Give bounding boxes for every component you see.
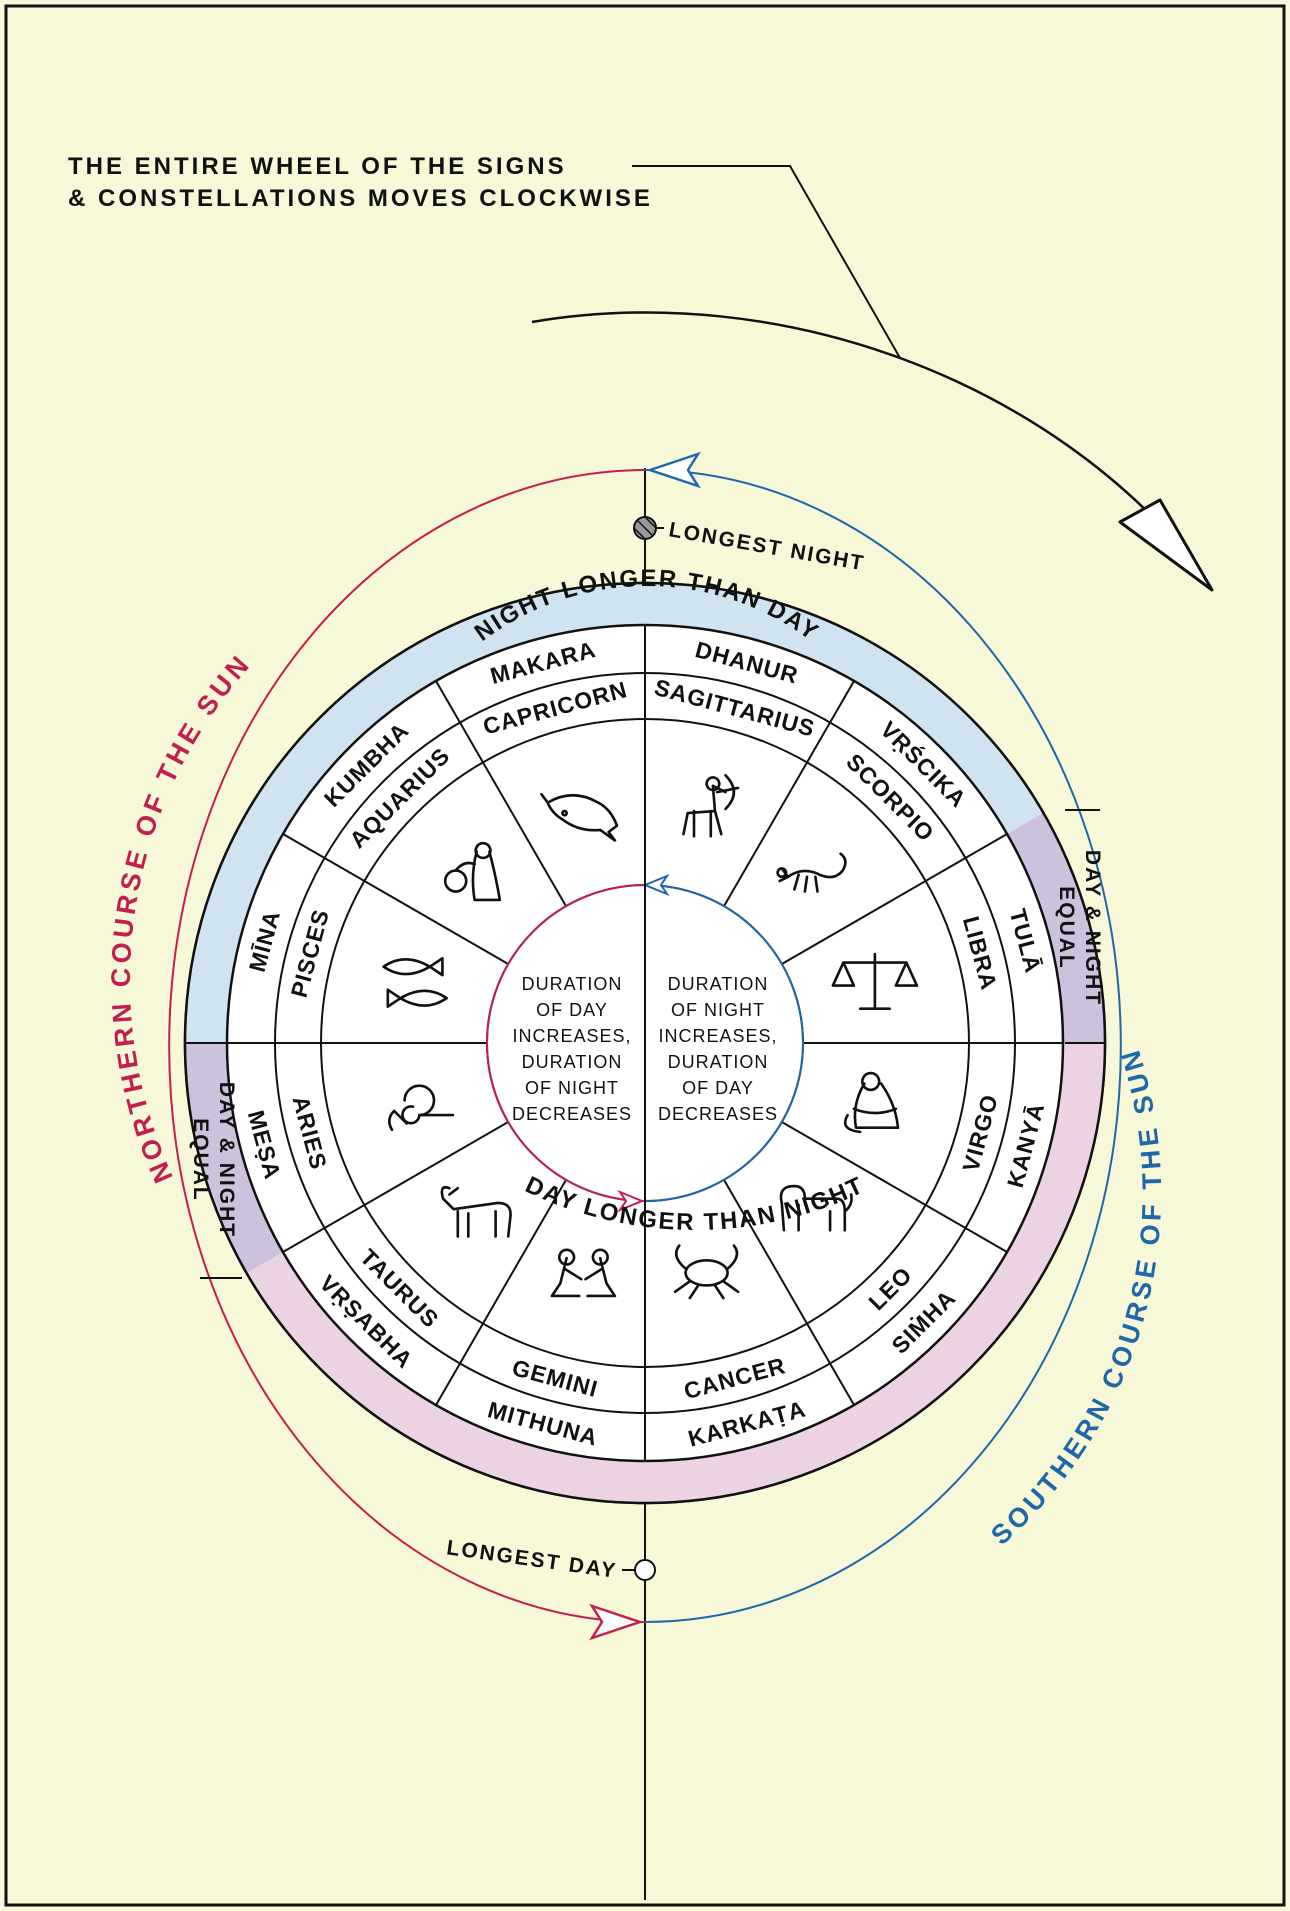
equal-label-right: DAY & NIGHT EQUAL bbox=[1055, 850, 1104, 1006]
maiden-icon bbox=[843, 1071, 900, 1134]
night-band bbox=[185, 583, 1044, 1043]
sector-divider bbox=[781, 833, 1008, 965]
sector-divider bbox=[435, 680, 567, 907]
longest-day-dot-icon bbox=[634, 1559, 656, 1581]
equal-band-left bbox=[185, 1043, 284, 1273]
center-right-text: DURATION OF NIGHT INCREASES, DURATION OF DAY… bbox=[658, 974, 778, 1124]
center-left-text: DURATION OF DAY INCREASES, DURATION OF NIGHT… bbox=[512, 974, 632, 1124]
sector-divider bbox=[723, 680, 855, 907]
center-left-text-line: DURATION bbox=[522, 974, 623, 994]
equal-right-line-2: EQUAL bbox=[1055, 886, 1078, 970]
sector-divider bbox=[282, 833, 509, 965]
equal-left-line-2: EQUAL bbox=[189, 1118, 212, 1202]
day-band bbox=[246, 1043, 1106, 1503]
makara-fish-icon bbox=[540, 792, 619, 842]
scorpion-icon bbox=[776, 852, 847, 893]
center-right-text-line: INCREASES, bbox=[658, 1026, 777, 1046]
archer-icon bbox=[682, 773, 740, 838]
sector-divider bbox=[435, 1179, 567, 1406]
twins-icon bbox=[550, 1248, 617, 1298]
center-left-text-line: DURATION bbox=[522, 1052, 623, 1072]
northern-course-arc bbox=[168, 469, 646, 1623]
southern-course-arc bbox=[644, 469, 1122, 1623]
center-left-text-line: OF NIGHT bbox=[525, 1078, 619, 1098]
page-border bbox=[4, 4, 1286, 1907]
note-leader-line bbox=[632, 165, 901, 359]
center-left-text-line: DECREASES bbox=[512, 1104, 632, 1124]
sector-divider bbox=[723, 1179, 855, 1406]
center-right-text-line: OF DAY bbox=[682, 1078, 754, 1098]
rotation-note: THE ENTIRE WHEEL OF THE SIGNS & CONSTELL… bbox=[68, 153, 1214, 592]
ram-icon bbox=[388, 1084, 455, 1132]
sector-divider bbox=[282, 1121, 509, 1253]
scales-icon bbox=[831, 952, 919, 1011]
center-right-text-line: DECREASES bbox=[658, 1104, 778, 1124]
center-left-text-line: INCREASES, bbox=[512, 1026, 631, 1046]
sector-divider bbox=[781, 1121, 1008, 1253]
northern-course bbox=[168, 469, 646, 1641]
clockwise-arrow-arc bbox=[531, 311, 1201, 571]
equal-right-line-1: DAY & NIGHT bbox=[1081, 850, 1104, 1006]
northern-course-arrowhead-icon bbox=[589, 1603, 644, 1641]
note-line-1: THE ENTIRE WHEEL OF THE SIGNS bbox=[68, 153, 567, 180]
fishes-icon bbox=[382, 956, 448, 1008]
bull-icon bbox=[440, 1185, 512, 1238]
center-right-arc bbox=[644, 884, 804, 1202]
center-right-text-line: DURATION bbox=[668, 974, 769, 994]
southern-course-arrowhead-icon bbox=[646, 451, 701, 489]
note-line-2: & CONSTELLATIONS MOVES CLOCKWISE bbox=[68, 185, 653, 212]
center-right-arrowhead-icon bbox=[642, 873, 670, 897]
equal-band-right bbox=[1006, 813, 1105, 1043]
clockwise-arrowhead-icon bbox=[1118, 498, 1214, 592]
equal-label-left: DAY & NIGHT EQUAL bbox=[189, 1082, 238, 1238]
water-bearer-icon bbox=[443, 841, 502, 902]
center-right-text-line: DURATION bbox=[668, 1052, 769, 1072]
southern-course bbox=[644, 451, 1122, 1623]
equal-left-line-1: DAY & NIGHT bbox=[215, 1082, 238, 1238]
lion-icon bbox=[779, 1184, 853, 1232]
crab-icon bbox=[673, 1244, 740, 1300]
center-left-arrowhead-icon bbox=[617, 1189, 645, 1213]
center-left-text-line: OF DAY bbox=[536, 1000, 608, 1020]
center-left-arc bbox=[486, 884, 646, 1202]
center-right-text-line: OF NIGHT bbox=[671, 1000, 765, 1020]
